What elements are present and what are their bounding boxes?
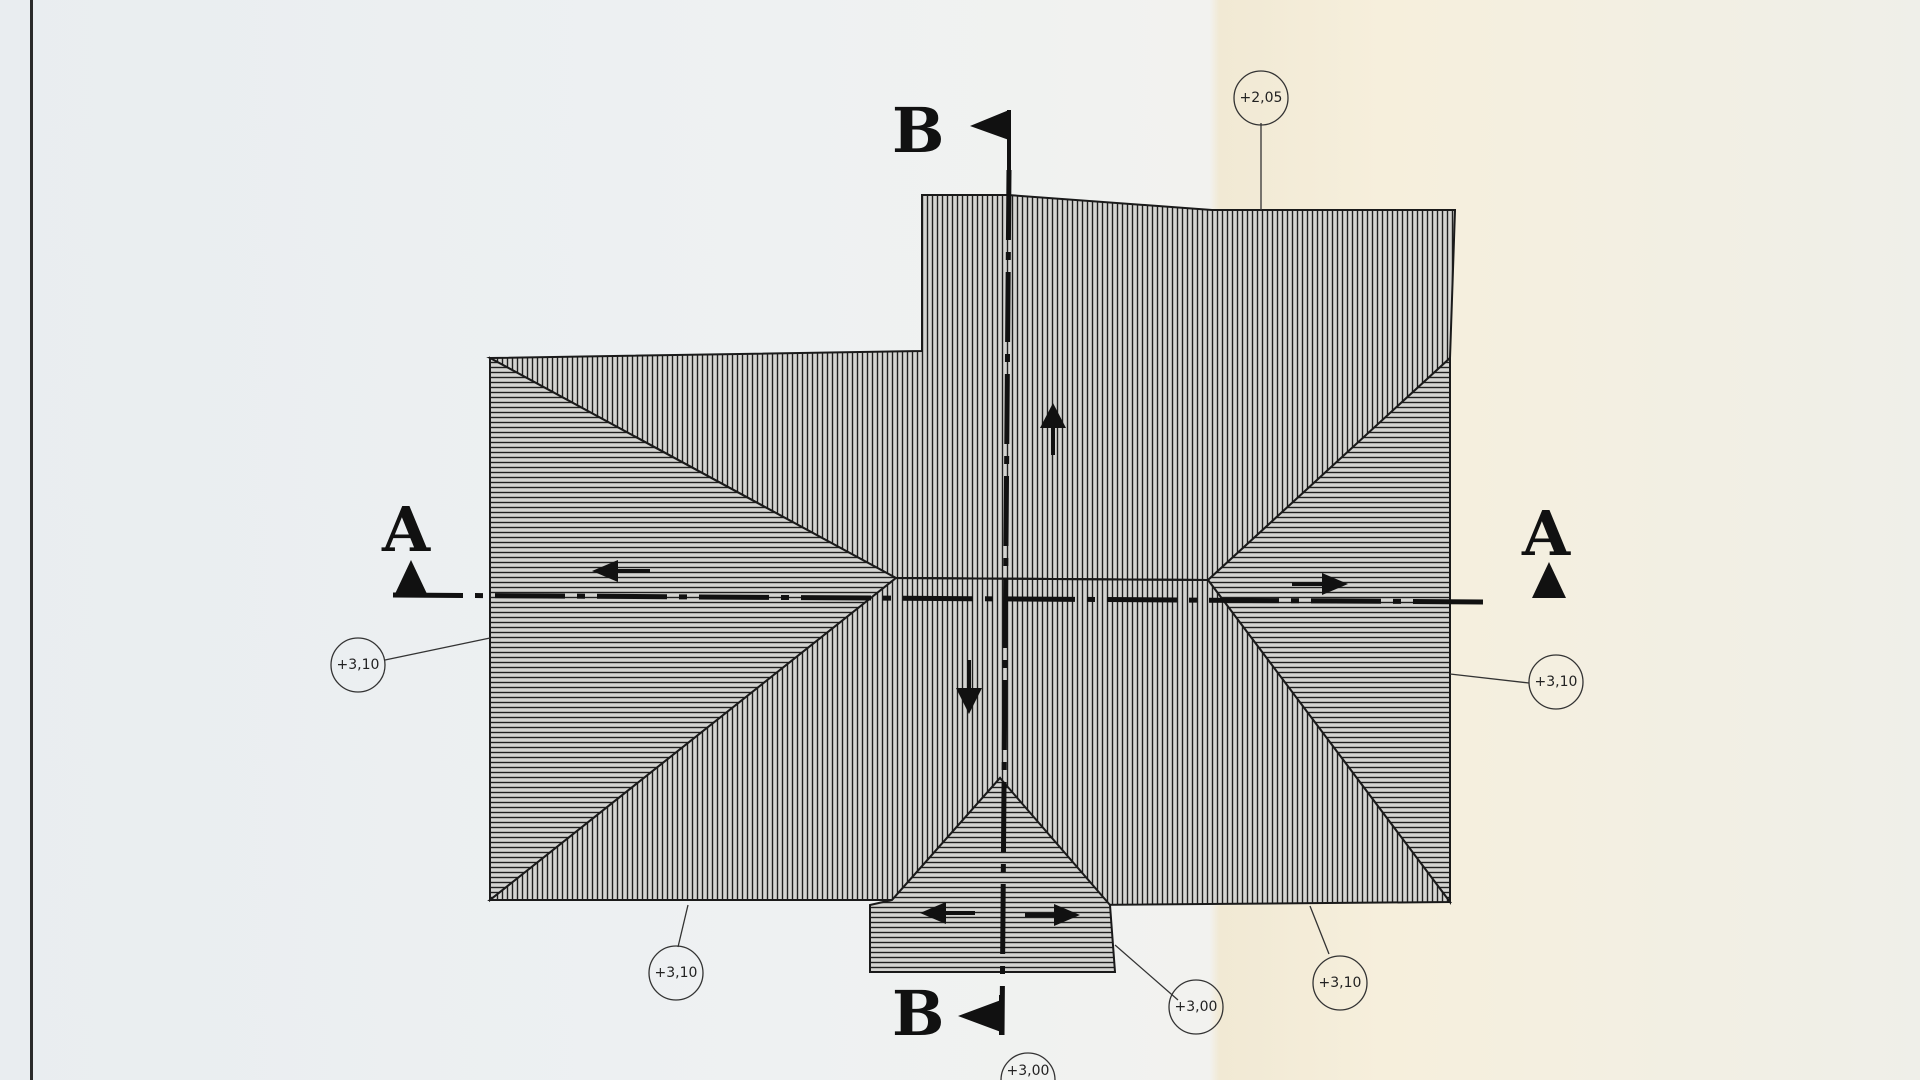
elevation-marker-porch: +3,00	[1114, 944, 1224, 1035]
paper-border-line	[30, 0, 33, 1080]
section-a-left-marker	[394, 560, 428, 596]
elevation-label: +3,10	[655, 965, 698, 981]
section-line-b	[958, 110, 1012, 1036]
roof-planes	[486, 194, 1457, 973]
elevation-label: +2,05	[1240, 90, 1283, 106]
porch-roof	[869, 776, 1117, 973]
section-label-a-right: A	[1521, 497, 1571, 570]
slope-arrow-left	[592, 560, 650, 582]
section-b-bottom-marker	[958, 1000, 1001, 1032]
section-label-a-left: A	[381, 493, 431, 566]
elevation-label: +3,10	[1535, 674, 1578, 690]
elevation-marker-bottom-center: +3,00	[1000, 1052, 1056, 1080]
slope-arrows	[592, 403, 1348, 926]
slope-arrow-right	[1292, 573, 1348, 595]
section-b-top-marker	[970, 110, 1009, 140]
elevation-label: +3,00	[1175, 999, 1218, 1015]
ridge-line	[895, 577, 1209, 581]
elevation-label: +3,00	[1007, 1063, 1050, 1079]
elevation-marker-bottom-left: +3,10	[648, 904, 704, 1001]
elevation-marker-right: +3,10	[1449, 654, 1584, 710]
section-label-b-top: B	[892, 94, 944, 167]
elevation-label: +3,10	[337, 657, 380, 673]
elevation-marker-left: +3,10	[330, 637, 491, 693]
elevation-marker-bottom-right: +3,10	[1309, 905, 1368, 1011]
slope-arrow-porch-left	[920, 902, 975, 924]
slope-arrow-down	[956, 660, 982, 714]
section-a-right-marker	[1532, 562, 1566, 598]
slope-arrow-up	[1040, 403, 1066, 455]
slope-arrow-porch-right	[1025, 904, 1080, 926]
elevation-label: +3,10	[1319, 975, 1362, 991]
elevation-marker-top-right: +2,05	[1233, 70, 1289, 210]
section-label-b-bottom: B	[892, 977, 944, 1050]
section-line-a	[392, 560, 1566, 605]
